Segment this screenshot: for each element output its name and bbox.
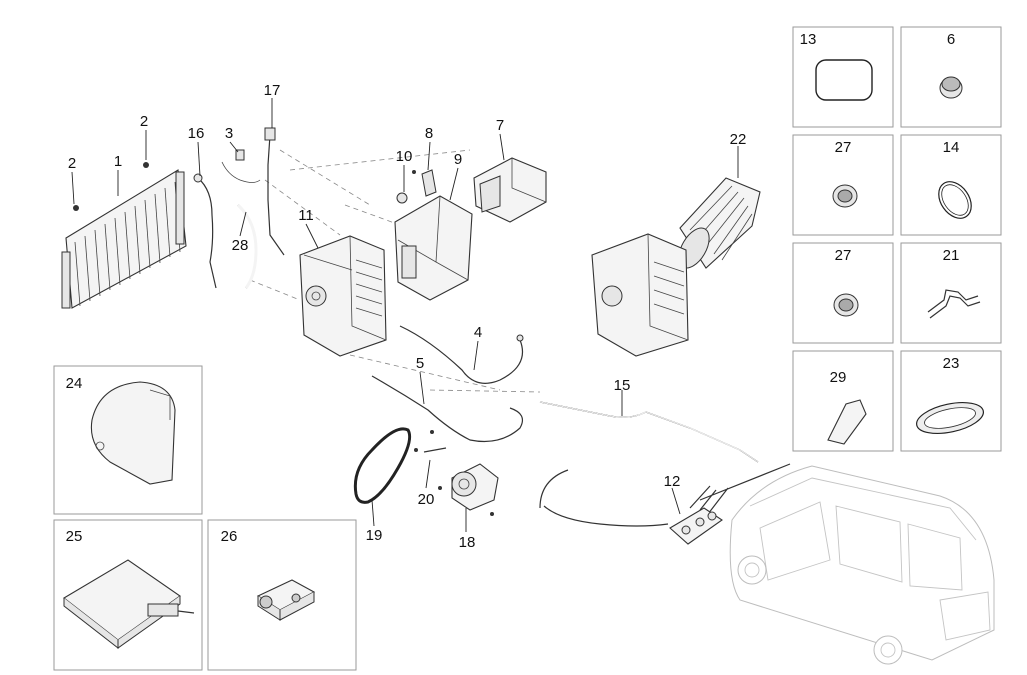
- callout-25: 25: [66, 528, 83, 545]
- inset-box-24[interactable]: 24: [53, 365, 203, 515]
- inset-grid-right: 13 6 27 14: [792, 26, 1002, 452]
- pipe-4[interactable]: [399, 325, 524, 384]
- callout-29: 29: [830, 369, 847, 386]
- callout-15: 15: [614, 377, 631, 394]
- callout-12: 12: [664, 473, 681, 490]
- callout-27-bottom: 27: [835, 247, 852, 264]
- condenser-part[interactable]: [61, 169, 187, 309]
- bracket-8[interactable]: [412, 169, 437, 197]
- inset-box-25[interactable]: 25: [53, 519, 203, 671]
- callout-17: 17: [264, 82, 281, 99]
- drain-nozzle-icon: [827, 399, 867, 445]
- callout-22: 22: [730, 131, 747, 148]
- pipe-15[interactable]: [539, 401, 759, 463]
- bolt-2a: [73, 205, 79, 211]
- callout-27-top: 27: [835, 139, 852, 156]
- evaporator-housing-9[interactable]: [394, 195, 473, 301]
- callout-13: 13: [800, 31, 817, 48]
- callout-1: 1: [114, 153, 122, 170]
- clip-10[interactable]: [396, 192, 408, 204]
- callout-9: 9: [454, 151, 462, 168]
- callout-16: 16: [188, 125, 205, 142]
- control-panel-12[interactable]: [539, 463, 791, 545]
- callouts-main: 1 2 2 3 4 5 7 8 9 10 11 12 15 16 17 18 1…: [68, 82, 747, 551]
- bolt-2b: [143, 162, 149, 168]
- inset-box-13[interactable]: 13: [792, 26, 894, 128]
- callout-28: 28: [232, 237, 249, 254]
- leader-lines: [71, 98, 739, 532]
- callout-21: 21: [943, 247, 960, 264]
- seal-ring-icon: [938, 181, 972, 219]
- oval-seal-icon: [916, 401, 984, 435]
- inset-box-14[interactable]: 14: [900, 134, 1002, 236]
- callout-18: 18: [459, 534, 476, 551]
- callout-4: 4: [474, 324, 482, 341]
- callout-2-top: 2: [140, 113, 148, 130]
- callout-10: 10: [396, 148, 413, 165]
- callout-6: 6: [947, 31, 955, 48]
- air-duct-7[interactable]: [473, 157, 547, 223]
- grommet-icon: [833, 293, 859, 317]
- callout-20: 20: [418, 491, 435, 508]
- inset-box-26[interactable]: 26: [207, 519, 357, 671]
- vehicle-illustration: [729, 465, 995, 665]
- callout-8: 8: [425, 125, 433, 142]
- inset-box-21[interactable]: 21: [900, 242, 1002, 344]
- inset-box-27-top[interactable]: 27: [792, 134, 894, 236]
- drive-belt-19[interactable]: [353, 427, 412, 504]
- pipe-5[interactable]: [371, 375, 523, 443]
- callout-5: 5: [416, 355, 424, 372]
- gasket-seal-icon: [815, 59, 873, 101]
- callout-24: 24: [66, 375, 83, 392]
- inset-box-23[interactable]: 23: [900, 350, 1002, 452]
- pipe-16[interactable]: [193, 173, 217, 289]
- heater-core-icon: [63, 559, 195, 650]
- assembly-guide-lines: [249, 149, 541, 393]
- expansion-valve-icon: [256, 579, 316, 621]
- inset-box-27-bottom[interactable]: 27: [792, 242, 894, 344]
- callout-3: 3: [225, 125, 233, 142]
- hvac-unit-rear[interactable]: [591, 233, 689, 357]
- compressor-18[interactable]: [451, 463, 499, 511]
- blower-housing-icon: [90, 381, 176, 485]
- grommet-icon: [939, 76, 963, 99]
- callout-7: 7: [496, 117, 504, 134]
- hose-28[interactable]: [236, 203, 258, 289]
- hvac-unit-11[interactable]: [299, 235, 387, 357]
- bolts-20[interactable]: [414, 430, 494, 516]
- pipe-17[interactable]: [264, 127, 285, 256]
- inset-box-29[interactable]: 29: [792, 350, 894, 452]
- bracket-clip-icon: [927, 289, 981, 319]
- callout-11: 11: [298, 207, 314, 224]
- callout-19: 19: [366, 527, 383, 544]
- callout-14: 14: [943, 139, 960, 156]
- callout-2-left: 2: [68, 155, 76, 172]
- callout-23: 23: [943, 355, 960, 372]
- inset-box-6[interactable]: 6: [900, 26, 1002, 128]
- callout-26: 26: [221, 528, 238, 545]
- grommet-icon: [832, 184, 858, 208]
- sensor-wire-3[interactable]: [221, 149, 261, 183]
